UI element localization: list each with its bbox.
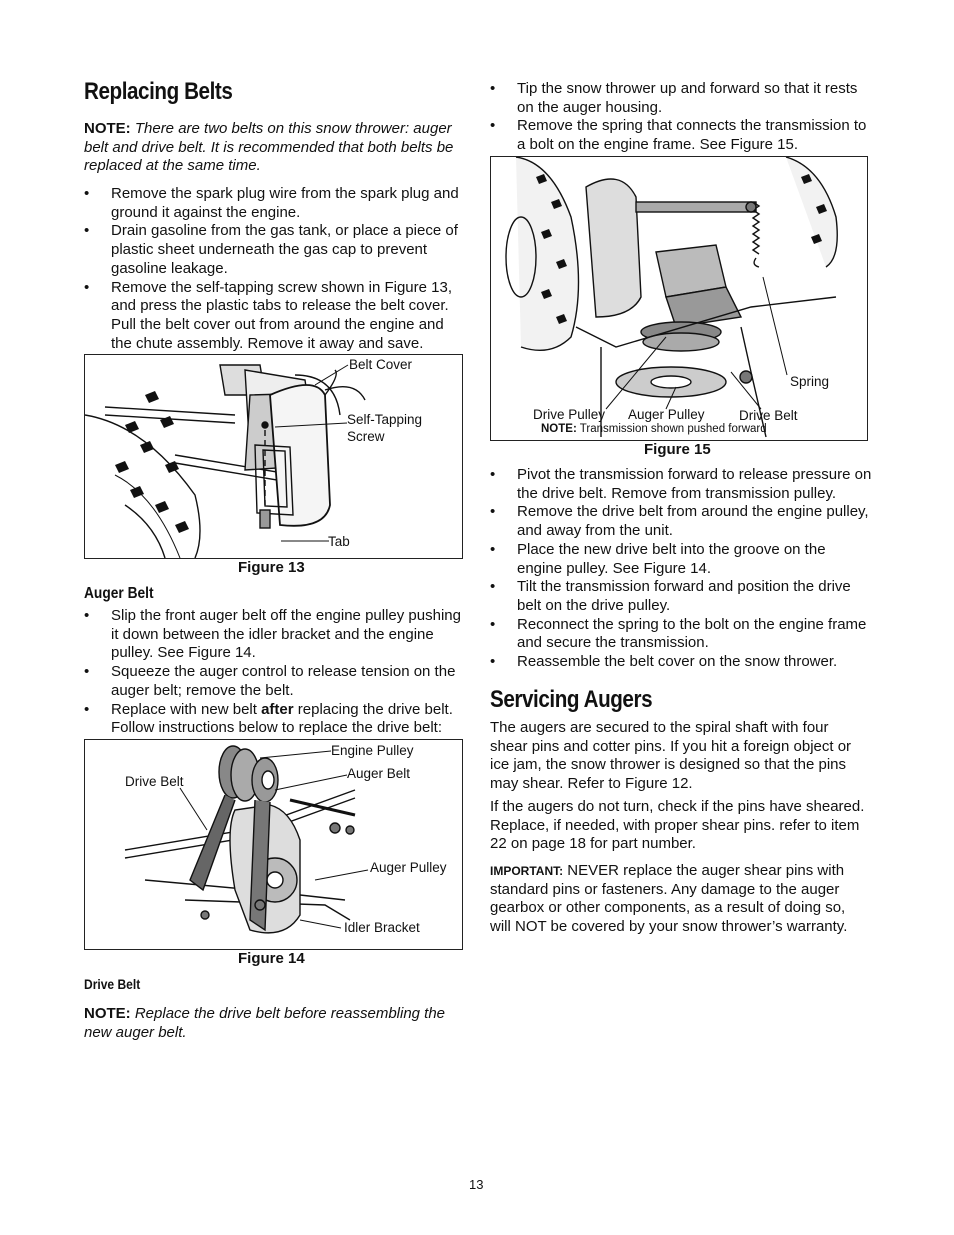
note-drive-belt: NOTE: Replace the drive belt before reas… [84,1005,466,1042]
label-idler-bracket: Idler Bracket [344,920,420,935]
auger-belt-list: Slip the front auger belt off the engine… [84,607,466,738]
figure-14-caption: Figure 14 [238,950,305,967]
list-item: Place the new drive belt into the groove… [490,541,872,578]
figure-14: Engine Pulley Auger Belt Drive Belt Auge… [84,739,463,950]
augers-paragraph-2: If the augers do not turn, check if the … [490,798,865,853]
label-auger-pulley: Auger Pulley [370,860,447,875]
list-item: Remove the spark plug wire from the spar… [84,185,466,222]
augers-paragraph-1: The augers are secured to the spiral sha… [490,719,852,793]
note-label: NOTE: [541,423,577,435]
label-drive-belt: Drive Belt [125,774,184,789]
list-item: Tip the snow thrower up and forward so t… [490,80,870,117]
list-item: Slip the front auger belt off the engine… [84,607,466,663]
label-tab: Tab [328,534,350,549]
bullet-bold: after [261,700,294,718]
note-belts: NOTE: There are two belts on this snow t… [84,120,466,176]
figure-14-illustration [124,745,369,934]
label-spring: Spring [790,374,830,389]
list-item: Squeeze the auger control to release ten… [84,663,466,700]
label-drive-belt: Drive Belt [739,408,798,423]
figure-15-illustration [505,157,838,438]
important-text: NEVER replace the auger shear pins with … [490,862,848,936]
label-self-tapping: Self-Tapping [347,412,423,427]
heading-replacing-belts: Replacing Belts [84,78,233,105]
important-paragraph: IMPORTANT: NEVER replace the auger shear… [490,862,870,937]
list-item: Reassemble the belt cover on the snow th… [490,653,872,672]
belt-removal-list: Remove the spark plug wire from the spar… [84,185,466,353]
drive-belt-list: Pivot the transmission forward to releas… [490,466,872,672]
label-drive-pulley: Drive Pulley [533,407,606,422]
page-number: 13 [469,1177,484,1192]
list-item: Remove the drive belt from around the en… [490,503,872,540]
label-screw: Screw [347,429,385,444]
list-item: Drain gasoline from the gas tank, or pla… [84,222,466,278]
figure-13: Belt Cover Self-Tapping Screw Tab [84,354,463,559]
figure-13-caption: Figure 13 [238,559,305,576]
list-item: Remove the self-tapping screw shown in F… [84,279,466,354]
label-belt-cover: Belt Cover [349,357,413,372]
note-text: There are two belts on this snow thrower… [84,120,454,175]
heading-drive-belt: Drive Belt [84,976,141,992]
figure-15-caption: Figure 15 [644,441,711,458]
list-item: Reconnect the spring to the bolt on the … [490,616,872,653]
note-label: NOTE: [84,1005,131,1022]
note-text: Replace the drive belt before reassembli… [84,1005,446,1041]
list-item: Replace with new belt after replacing th… [84,701,466,738]
bullet-post: replacing the drive belt. Follow instruc… [111,700,453,737]
note-label: NOTE: [84,120,131,137]
figure-15-note: NOTE: Transmission shown pushed forward [541,423,767,435]
bullet-pre: Replace with new belt [111,700,262,718]
important-label: IMPORTANT: [490,864,564,878]
tip-thrower-list: Tip the snow thrower up and forward so t… [490,80,870,155]
note-text: Transmission shown pushed forward [579,423,767,435]
heading-auger-belt: Auger Belt [84,585,154,602]
list-item: Pivot the transmission forward to releas… [490,466,872,503]
list-item: Remove the spring that connects the tran… [490,117,870,154]
figure-13-illustration [85,364,366,558]
list-item: Tilt the transmission forward and positi… [490,578,872,615]
figure-15: Spring Drive Pulley Auger Pulley Drive B… [490,156,868,441]
heading-servicing-augers: Servicing Augers [490,686,653,713]
label-auger-pulley: Auger Pulley [628,407,705,422]
label-engine-pulley: Engine Pulley [331,743,414,758]
label-auger-belt: Auger Belt [347,766,411,781]
